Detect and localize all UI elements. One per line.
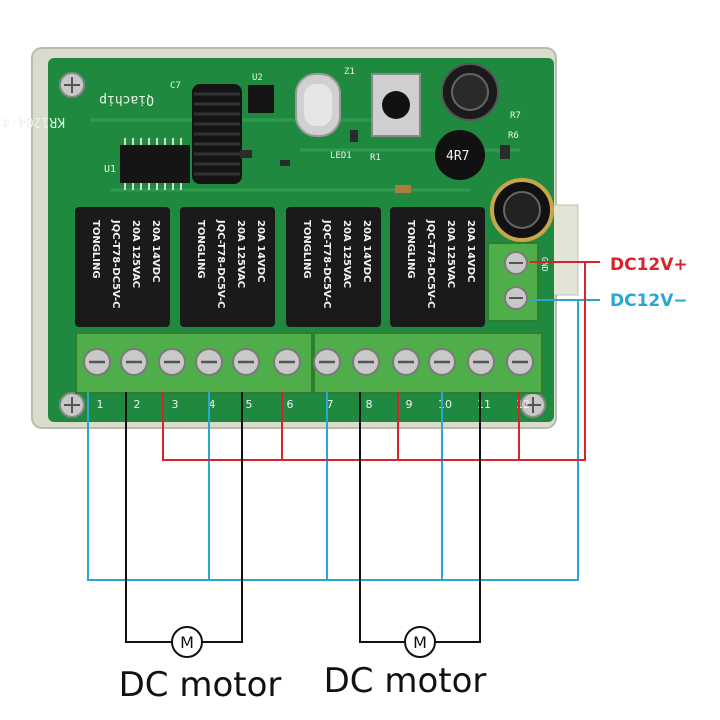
relay-3-text: 20A 125VAC: [341, 220, 352, 288]
relay-3: TONGLING JQC-T78-DC5V-C 20A 125VAC 20A 14VD…: [286, 207, 381, 327]
terminal-1: 1: [83, 348, 111, 411]
relay-2-text: JQC-T78-DC5V-C: [215, 219, 226, 308]
relay-1-text: 20A 14VDC: [150, 220, 161, 282]
relay-4-text: TONGLING: [405, 220, 416, 279]
terminal-8: 8: [352, 348, 380, 411]
crystal-z1: Z1: [295, 67, 355, 137]
silk-c7: C7: [170, 81, 181, 91]
motor-1-label: DC motor: [119, 665, 282, 705]
negative-bus-wire: [87, 299, 579, 581]
ic-u2: U2: [248, 73, 274, 113]
terminal-6: 6: [273, 348, 301, 411]
inductor-4r7: 4R7: [435, 130, 485, 180]
terminal-number: 6: [287, 398, 294, 411]
relay-2: TONGLING JQC-T78-DC5V-C 20A 125VAC 20A 14VD…: [180, 207, 275, 327]
motor-2: M DC motor: [324, 626, 487, 701]
relay-3-text: JQC-T78-DC5V-C: [321, 219, 332, 308]
positive-bus-wire: [162, 261, 586, 461]
terminal-number: 2: [134, 398, 141, 411]
board-brand-text: Qiachip: [99, 92, 154, 107]
mounting-screw-bottom-right: [520, 392, 546, 418]
relay-2-text: 20A 14VDC: [255, 220, 266, 282]
motor-2-right-wire: [435, 392, 481, 643]
relay-4-text: 20A 125VAC: [445, 220, 456, 288]
relays: TONGLING JQC-T78-DC5V-C 20A 125VAC 20A 14VD…: [75, 207, 485, 327]
relay-1-text: TONGLING: [90, 220, 101, 279]
power-terminal-block: GND: [487, 242, 549, 322]
terminal-number: 8: [366, 398, 373, 411]
inductor-label: 4R7: [446, 149, 469, 164]
terminal-number: 9: [406, 398, 413, 411]
board-model-text: KR1204-4-V02: [0, 114, 65, 129]
silk-led1: LED1: [330, 151, 352, 161]
silk-u1: U1: [104, 164, 116, 175]
relay-2-text: TONGLING: [195, 220, 206, 279]
motor-1-symbol: [171, 626, 203, 658]
motor-1-symbol-text: M: [180, 633, 194, 652]
motor-1-left-wire: [125, 392, 172, 643]
motor-2-left-wire: [359, 392, 405, 643]
relay-4: TONGLING JQC-T78-DC5V-C 20A 125VAC 20A 14VD…: [390, 207, 485, 327]
terminal-5: 5: [232, 348, 260, 411]
motor-2-label: DC motor: [324, 661, 487, 701]
wires: [87, 261, 600, 643]
push-button: [371, 73, 421, 137]
terminal-9: 9: [392, 348, 420, 411]
terminal-4: 4: [195, 348, 223, 411]
terminal-number: 7: [327, 398, 334, 411]
motor-1: M DC motor: [119, 626, 282, 705]
motor-1-right-wire: [202, 392, 243, 643]
relay-2-text: 20A 125VAC: [235, 220, 246, 288]
silk-gnd: GND: [540, 257, 549, 272]
relay-3-text: 20A 14VDC: [361, 220, 372, 282]
silk-z1: Z1: [344, 67, 355, 77]
silk-r7: R7: [510, 111, 521, 121]
silk-r1: R1: [370, 153, 381, 163]
relay-1: TONGLING JQC-T78-DC5V-C 20A 125VAC 20A 14VD…: [75, 207, 170, 327]
mounting-screw-top-left: [59, 72, 85, 98]
motor-2-symbol: [404, 626, 436, 658]
capacitor-top: [441, 63, 499, 121]
ic-u1: U1: [104, 138, 190, 190]
capacitor-right: [490, 178, 554, 242]
terminal-2: 2: [120, 348, 148, 411]
relay-1-text: JQC-T78-DC5V-C: [110, 219, 121, 308]
relay-1-text: 20A 125VAC: [130, 220, 141, 288]
terminal-3: 3: [158, 348, 186, 411]
terminal-7: 7: [313, 348, 341, 411]
motor-2-symbol-text: M: [413, 633, 427, 652]
silk-r6: R6: [508, 131, 519, 141]
relay-3-text: TONGLING: [301, 220, 312, 279]
terminal-number: 5: [246, 398, 253, 411]
dc12v-negative-label: DC12V−: [610, 291, 688, 311]
relay-4-text: 20A 14VDC: [465, 220, 476, 282]
terminal-number: 3: [172, 398, 179, 411]
smd-components: [240, 130, 510, 193]
dc12v-positive-label: DC12V+: [610, 255, 688, 275]
mounting-screw-bottom-left: [59, 392, 85, 418]
terminal-number: 4: [209, 398, 216, 411]
silk-u2: U2: [252, 73, 263, 83]
terminal-number: 10: [438, 398, 452, 411]
antenna-coil: [192, 84, 242, 184]
terminal-number: 1: [97, 398, 104, 411]
relay-4-text: JQC-T78-DC5V-C: [425, 219, 436, 308]
